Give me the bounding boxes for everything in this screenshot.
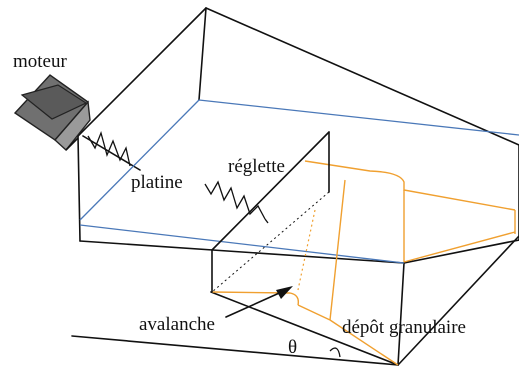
avalanche-arrow [225,286,293,318]
frame-top-left-connector [82,135,141,171]
granular-deposit [211,160,516,366]
deposit-front-surface [211,291,300,306]
spring-reglette [204,180,266,220]
frame-back-vertical [198,7,207,101]
frame-floor-diagonal [210,291,399,366]
frame-top-back-edge [205,7,519,146]
moteur-label: moteur [13,51,67,72]
platine-label: platine [131,172,183,193]
frame-back-left-top [77,7,207,137]
depot-granulaire-label: dépôt granulaire [342,317,466,338]
deposit-bottom-edge [329,319,399,366]
reglette-plate [211,131,330,293]
reglette-top-edge [211,131,330,251]
frame-front-right-vertical [397,262,405,366]
box-frame [77,7,519,366]
reglette-label: réglette [228,156,285,177]
deposit-front-slope [297,304,331,321]
blue-top-plane-edge [198,99,519,136]
springs [87,130,269,224]
blue-left-plane-edge [79,99,200,221]
spring-motor [87,130,131,167]
incline-right-edge [397,235,519,366]
blue-bottom-plane-edge [79,224,405,264]
motor-shaft [65,137,79,151]
frame-right-bottom-edge [403,239,519,264]
blue-plane-edges [79,99,519,264]
spring-reglette-tail [264,218,269,224]
avalanche-label: avalanche [139,314,215,335]
theta-angle-arc [329,347,341,358]
deposit-avalanche-front [329,179,346,321]
motor [13,74,91,152]
frame-front-left-vertical [77,135,81,242]
ground-and-incline [71,235,519,366]
motor-side-face [54,100,91,152]
deposit-hidden-crest [297,209,316,291]
theta-label: θ [288,337,297,358]
avalanche-arrowhead [276,286,293,299]
frame-front-bottom-edge [79,240,405,264]
motor-front-face [20,84,88,120]
horizontal-ground-line [71,335,399,366]
avalanche-arrow-shaft [225,289,287,318]
deposit-right-bottom-edge [403,231,516,263]
reglette-hidden-edge [211,191,330,293]
deposit-back-edge [304,160,516,211]
